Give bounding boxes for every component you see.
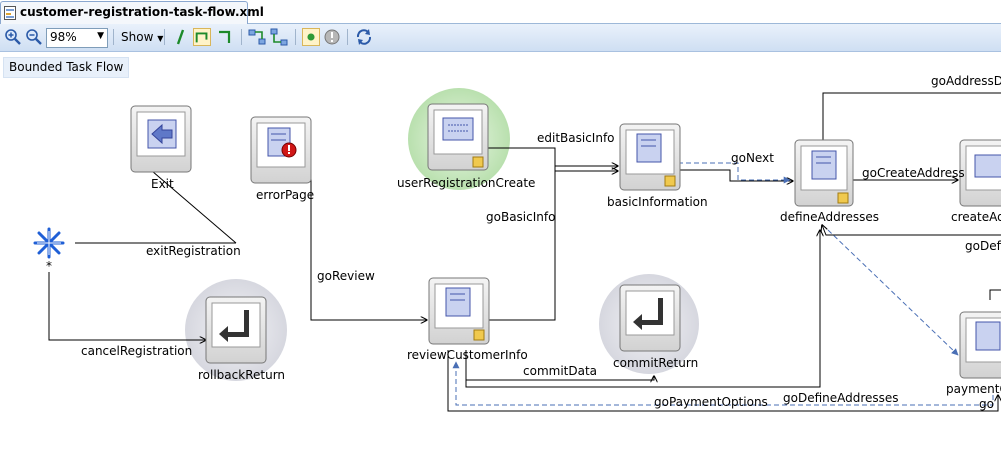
edge-label-go: go bbox=[979, 397, 994, 411]
method-call-icon bbox=[442, 117, 474, 141]
edge-go-payment-options[interactable] bbox=[452, 361, 994, 406]
return-icon bbox=[633, 298, 663, 330]
toolbar-separator bbox=[164, 29, 165, 45]
editor-tab-title: customer-registration-task-flow.xml bbox=[20, 5, 264, 19]
user-registration-create-node[interactable] bbox=[427, 103, 489, 171]
activity-marker-icon bbox=[473, 329, 485, 341]
edge-define-to-payment[interactable] bbox=[827, 229, 959, 356]
edge-go-address-d[interactable] bbox=[822, 92, 1001, 140]
define-addresses-label: defineAddresses bbox=[780, 210, 879, 224]
define-addresses-node[interactable] bbox=[794, 139, 854, 207]
orthogonal-line-icon[interactable] bbox=[193, 28, 211, 46]
edge-go-basic-info[interactable] bbox=[489, 166, 618, 321]
zoom-in-icon[interactable] bbox=[4, 28, 22, 46]
show-activities-icon[interactable] bbox=[302, 28, 320, 46]
payment-options-node[interactable] bbox=[959, 311, 1001, 379]
edge-go-review[interactable] bbox=[310, 157, 427, 320]
method-call-icon bbox=[974, 154, 1001, 178]
review-customer-info-node[interactable] bbox=[428, 277, 490, 345]
straight-line-icon[interactable] bbox=[172, 28, 190, 46]
layout-horizontal-icon[interactable] bbox=[248, 28, 266, 46]
task-flow-file-icon bbox=[4, 6, 16, 20]
create-address-node[interactable] bbox=[959, 139, 1001, 207]
edge-label-go-next: goNext bbox=[731, 151, 774, 165]
edge-label-go-basic-info: goBasicInfo bbox=[486, 210, 555, 224]
edge-label-exit-registration: exitRegistration bbox=[146, 244, 241, 258]
rollback-return-label: rollbackReturn bbox=[198, 368, 285, 382]
bounded-task-flow-label: Bounded Task Flow bbox=[3, 57, 130, 78]
payment-options-label: paymentO bbox=[946, 382, 1001, 396]
basic-information-node[interactable] bbox=[619, 123, 681, 191]
edge-basic-to-define[interactable] bbox=[678, 169, 793, 181]
return-icon bbox=[219, 310, 249, 342]
view-page-icon bbox=[975, 321, 1001, 351]
show-button[interactable]: Show ▼ bbox=[121, 30, 163, 44]
edge-label-go-address-d: goAddressD bbox=[931, 74, 1001, 88]
basic-information-label: basicInformation bbox=[607, 195, 708, 209]
refresh-icon[interactable] bbox=[355, 28, 373, 46]
edge-label-go-define-addresses: goDefineAddresses bbox=[783, 391, 899, 405]
commit-return-node[interactable] bbox=[619, 284, 681, 352]
toolbar-separator bbox=[347, 29, 348, 45]
exit-label: Exit bbox=[151, 177, 174, 191]
editor-tab-strip: customer-registration-task-flow.xml bbox=[0, 0, 1001, 24]
layout-vertical-icon[interactable] bbox=[270, 28, 288, 46]
commit-return-label: commitReturn bbox=[613, 356, 698, 370]
user-registration-create-label: userRegistrationCreate bbox=[397, 176, 535, 190]
toolbar-separator bbox=[113, 29, 114, 45]
edge-label-go-review: goReview bbox=[317, 269, 375, 283]
show-errors-icon[interactable] bbox=[323, 28, 341, 46]
edge-go-next[interactable] bbox=[678, 162, 791, 184]
zoom-value: 98% bbox=[50, 30, 77, 44]
edge-edit-basic-info[interactable] bbox=[487, 147, 618, 171]
create-address-label: createAdd bbox=[951, 210, 1001, 224]
edge-exit-registration[interactable] bbox=[145, 165, 237, 244]
review-customer-info-label: reviewCustomerInfo bbox=[407, 348, 528, 362]
error-page-node[interactable] bbox=[250, 116, 312, 184]
edge-label-commit-data: commitData bbox=[523, 364, 597, 378]
exit-node[interactable] bbox=[130, 105, 192, 173]
zoom-select[interactable]: 98% ▼ bbox=[46, 28, 108, 48]
view-page-icon bbox=[445, 287, 471, 317]
toolbar-separator bbox=[241, 29, 242, 45]
elbow-line-icon[interactable] bbox=[216, 28, 234, 46]
activity-marker-icon bbox=[472, 156, 484, 168]
activity-marker-icon bbox=[664, 175, 676, 187]
edge-label-edit-basic-info: editBasicInfo bbox=[537, 131, 615, 145]
task-flow-diagram: * Exit errorPage bbox=[33, 74, 1001, 412]
edge-go-defi[interactable] bbox=[822, 225, 1001, 236]
exception-handler-label: * bbox=[46, 259, 52, 273]
edge-label-cancel-registration: cancelRegistration bbox=[81, 344, 192, 358]
edge-label-go-payment-options: goPaymentOptions bbox=[654, 395, 768, 409]
chevron-down-icon: ▼ bbox=[157, 34, 164, 43]
edge-go-define-addresses[interactable] bbox=[465, 230, 820, 388]
error-badge-icon bbox=[281, 142, 297, 158]
edge-payment-side bbox=[989, 289, 1001, 300]
view-page-icon bbox=[811, 150, 837, 180]
activity-marker-icon bbox=[837, 192, 849, 204]
edge-go[interactable] bbox=[447, 350, 998, 412]
show-label: Show bbox=[121, 30, 154, 44]
edge-label-go-defi: goDefi bbox=[965, 239, 1001, 253]
toolbar-separator bbox=[295, 29, 296, 45]
rollback-return-node[interactable] bbox=[205, 296, 267, 364]
chevron-down-icon: ▼ bbox=[97, 31, 104, 41]
editor-tab[interactable]: customer-registration-task-flow.xml bbox=[0, 1, 264, 24]
edge-cancel-registration[interactable] bbox=[48, 272, 206, 340]
edge-label-go-create-address: goCreateAddress bbox=[862, 166, 965, 180]
exception-handler-icon[interactable] bbox=[33, 227, 65, 259]
exit-icon bbox=[147, 119, 177, 149]
diagram-toolbar: 98% ▼ Show ▼ bbox=[0, 24, 1001, 52]
error-page-label: errorPage bbox=[256, 188, 314, 202]
view-page-icon bbox=[636, 133, 662, 163]
zoom-out-icon[interactable] bbox=[25, 28, 43, 46]
